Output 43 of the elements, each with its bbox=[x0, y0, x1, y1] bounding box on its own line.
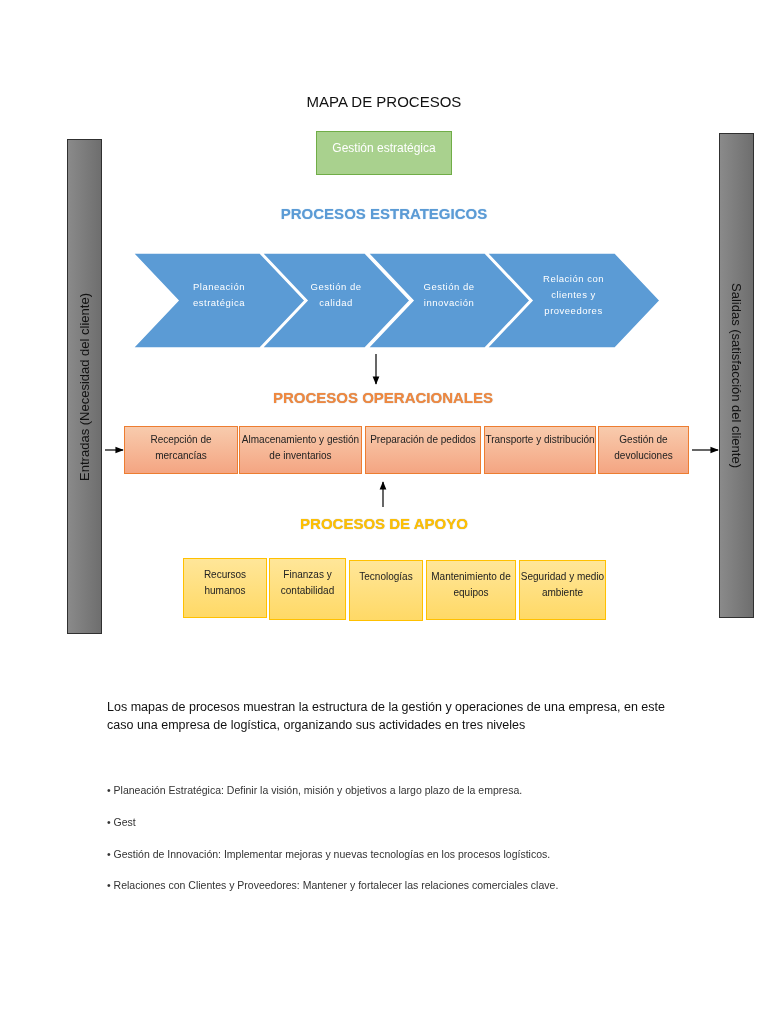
arrow bbox=[372, 353, 380, 385]
process-label: Relación con clientes y proveedores bbox=[542, 271, 605, 318]
diagram-title: MAPA DE PROCESOS bbox=[305, 93, 463, 110]
process-box bbox=[124, 426, 238, 474]
box-label: Gestión de devoluciones bbox=[613, 433, 674, 463]
arrow bbox=[379, 481, 387, 508]
bullet-item: • Planeación Estratégica: Definir la visión, misión y objetivos a largo plazo de la empresa. bbox=[107, 784, 524, 796]
box-label: Gestión estratégica bbox=[332, 141, 436, 155]
process-box bbox=[349, 560, 423, 621]
process-box bbox=[519, 560, 606, 620]
section-heading: PROCESOS OPERACIONALES bbox=[268, 386, 498, 408]
bar-label: Salidas (satisfacción del cliente) bbox=[729, 283, 744, 468]
section-heading: PROCESOS ESTRATEGICOS bbox=[279, 205, 489, 222]
bar-label: Entradas (Necesidad del cliente) bbox=[77, 292, 92, 481]
process-label: Gestión de innovación bbox=[422, 279, 476, 310]
box-label: Mantenimiento de equipos bbox=[430, 570, 512, 600]
bullet-item: • Gestión de Innovación: Implementar mejoras y nuevas tecnologías en los procesos logísticos. bbox=[107, 848, 552, 860]
side-bar bbox=[67, 139, 102, 634]
process-label: Planeación estratégica bbox=[192, 279, 246, 310]
process-box bbox=[426, 560, 516, 620]
side-bar bbox=[719, 133, 754, 618]
process-box bbox=[269, 558, 346, 620]
box-label: Recursos humanos bbox=[202, 568, 248, 598]
bullet-item: • Gest bbox=[107, 816, 137, 828]
arrow bbox=[104, 446, 124, 454]
paragraph: Los mapas de procesos muestran la estructura de la gestión y operaciones de una empresa, en este caso una empresa de logística, organizando sus actividades en tres niveles bbox=[107, 699, 666, 734]
process-box bbox=[316, 131, 452, 175]
process-box bbox=[365, 426, 481, 474]
box-label: Seguridad y medio ambiente bbox=[520, 570, 605, 600]
section-heading: PROCESOS DE APOYO bbox=[278, 511, 490, 535]
process-box bbox=[484, 426, 596, 474]
process-box bbox=[239, 426, 362, 474]
bullet-item: • Relaciones con Clientes y Proveedores: Mantener y fortalecer las relaciones comerciales clave. bbox=[107, 879, 560, 891]
box-label: Finanzas y contabilidad bbox=[279, 568, 336, 598]
box-label: Preparación de pedidos bbox=[370, 433, 476, 447]
box-label: Tecnologías bbox=[359, 570, 413, 584]
process-box bbox=[598, 426, 689, 474]
box-label: Almacenamiento y gestión de inventarios bbox=[240, 433, 361, 463]
process-box bbox=[183, 558, 267, 618]
box-label: Recepción de mercancías bbox=[149, 433, 213, 463]
process-label: Gestión de calidad bbox=[309, 279, 363, 310]
arrow bbox=[691, 446, 719, 454]
box-label: Transporte y distribución bbox=[485, 433, 595, 447]
